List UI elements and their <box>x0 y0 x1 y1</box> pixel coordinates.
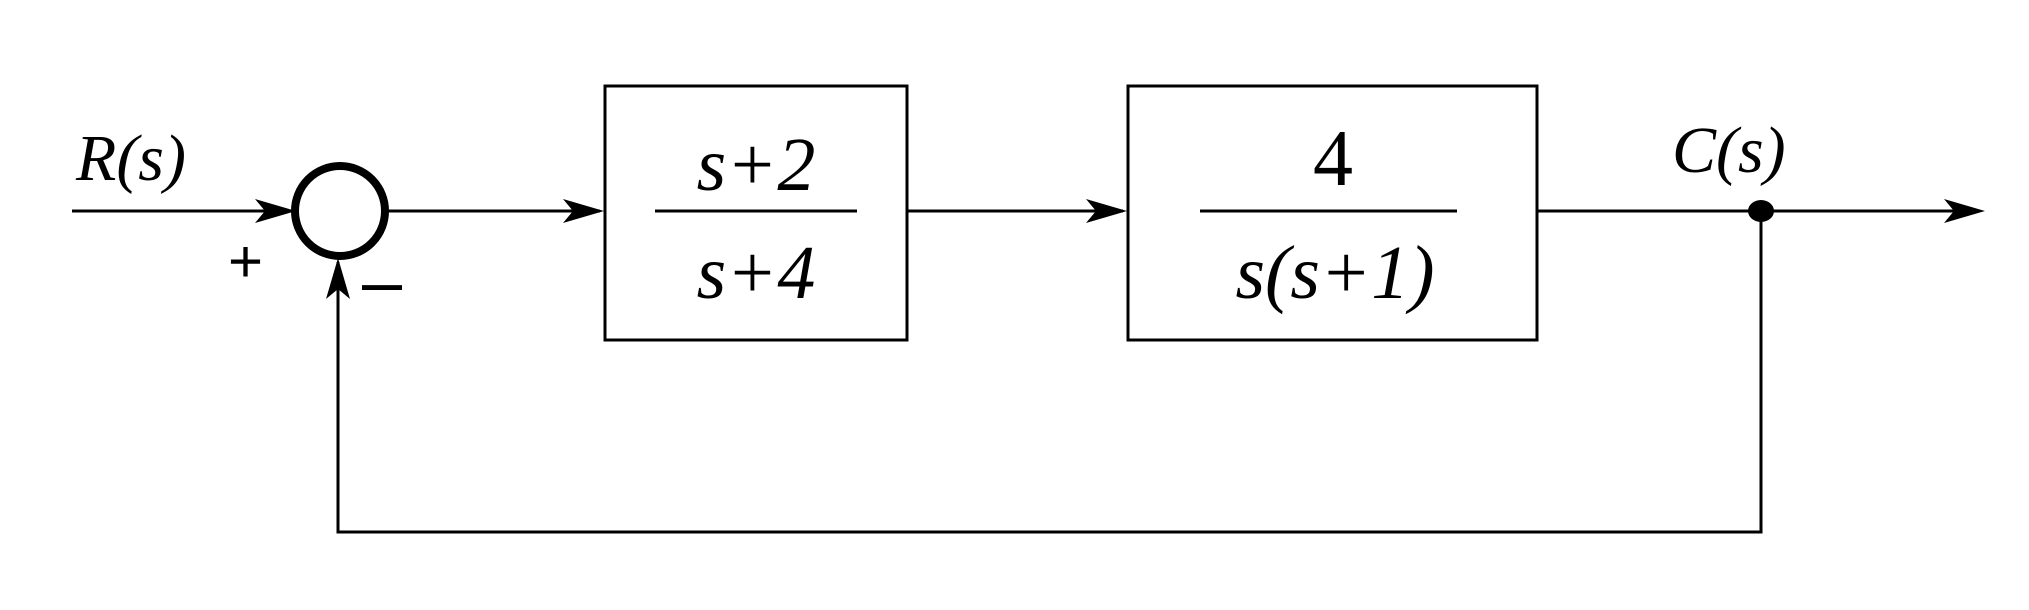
block1-numerator: s+2 <box>697 123 816 207</box>
feedback-arrowhead <box>326 258 350 299</box>
transfer-block-1 <box>603 84 909 342</box>
plus-sign: + <box>228 228 263 295</box>
feedback-path <box>336 211 1763 534</box>
input-signal-label: R(s) <box>75 122 186 195</box>
block1-denominator: s+4 <box>697 231 816 315</box>
block2-numerator: 4 <box>1313 115 1353 203</box>
transfer-block-2 <box>1126 84 1539 342</box>
input-arrowhead <box>255 199 296 223</box>
minus-sign: – <box>362 242 403 322</box>
block1-input-arrowhead <box>563 199 604 223</box>
block2-denominator: s(s+1) <box>1235 231 1434 315</box>
block2-input-arrowhead <box>1086 199 1127 223</box>
output-signal-label: C(s) <box>1672 114 1786 187</box>
output-arrowhead <box>1944 199 1985 223</box>
